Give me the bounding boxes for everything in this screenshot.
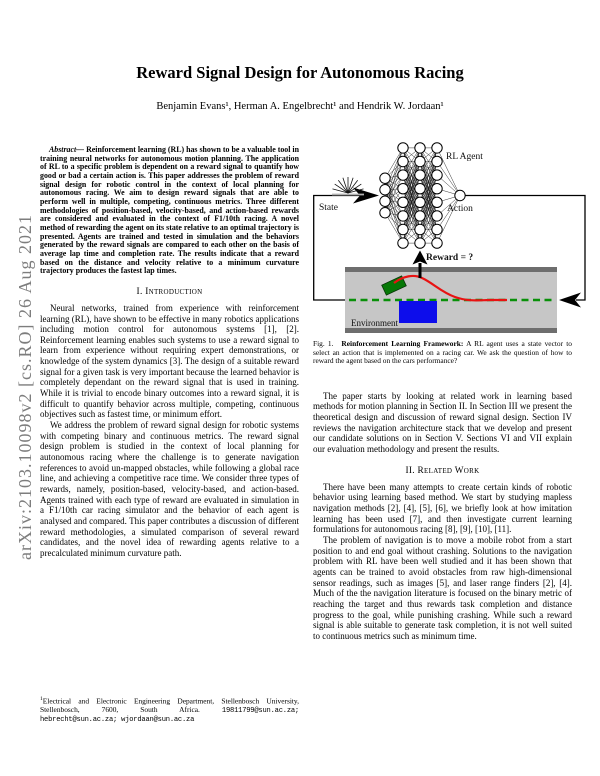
state-loop-line (313, 194, 361, 301)
right-column: Environment RL Agent State Action Reward… (313, 137, 586, 642)
abstract-label: Abstract— (49, 145, 85, 154)
intro-paragraph-1: Neural networks, trained from experience… (40, 302, 299, 420)
obstacle-rect (399, 301, 437, 323)
footnote-marker: 1 (40, 696, 43, 702)
left-column: Abstract— Reinforcement learning (RL) ha… (40, 145, 299, 559)
lidar-scan-icon (332, 177, 364, 196)
action-loop-line (465, 194, 586, 301)
neural-network-diagram (379, 142, 466, 249)
related-work-paragraph-2: The problem of navigation is to move a m… (313, 535, 572, 641)
avoidance-trajectory-path (393, 274, 507, 302)
reward-label: Reward = ? (426, 253, 473, 263)
section-heading-introduction: I. Introduction (136, 286, 203, 297)
intro-paragraph-2: We address the problem of reward signal … (40, 420, 299, 558)
related-work-paragraph-1: There have been many attempts to create … (313, 481, 572, 535)
environment-box: Environment (345, 267, 557, 333)
figure-caption-title: Reinforcement Learning Framework: (341, 339, 464, 348)
overview-paragraph: The paper starts by looking at related w… (313, 390, 572, 455)
action-arrowhead-icon (559, 292, 581, 308)
reward-arrowhead-icon (412, 250, 428, 265)
affiliation-text: Electrical and Electronic Engineering De… (40, 696, 299, 714)
abstract-text: Reinforcement learning (RL) has shown to… (40, 145, 299, 276)
environment-label: Environment (351, 318, 398, 328)
figure-caption: Fig. 1. Reinforcement Learning Framework:… (313, 339, 572, 366)
section-heading-related-work: II. Related Work (405, 465, 480, 476)
abstract: Abstract— Reinforcement learning (RL) ha… (40, 145, 299, 276)
figure-caption-text: A RL agent uses a state vector to select… (313, 339, 572, 366)
state-arrowhead-icon (353, 187, 379, 204)
race-car-rect (381, 275, 407, 296)
rl-agent-label: RL Agent (446, 152, 483, 162)
figure-caption-tag: Fig. 1. (313, 339, 334, 348)
authors-line: Benjamin Evans¹, Herman A. Engelbrecht¹ … (156, 101, 444, 112)
arxiv-watermark: arXiv:2103.10098v2 [cs.RO] 26 Aug 2021 (15, 214, 35, 560)
track-wall-top (345, 267, 557, 272)
action-label: Action (447, 204, 473, 214)
state-label: State (319, 203, 338, 213)
email-addresses: 19811799@sun.ac.za; hebrecht@sun.ac.za; … (40, 706, 299, 725)
author-footnote: 1Electrical and Electronic Engineering D… (40, 695, 299, 724)
figure-1-rl-framework: Environment RL Agent State Action Reward… (313, 137, 595, 333)
paper-title: Reward Signal Design for Autonomous Raci… (136, 63, 464, 82)
track-wall-bottom (345, 328, 557, 333)
